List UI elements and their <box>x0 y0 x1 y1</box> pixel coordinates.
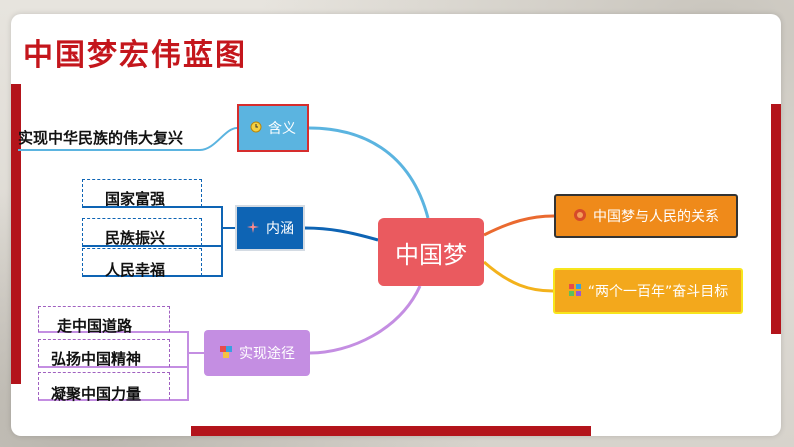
connector-tujing <box>310 286 420 353</box>
branch-neihan-label: 内涵 <box>266 218 294 238</box>
leaf-neihan-1[interactable]: 国家富强 <box>82 179 202 207</box>
branch-goal-label: “两个一百年”奋斗目标 <box>588 281 729 301</box>
branch-tujing-label: 实现途径 <box>239 343 295 363</box>
cube-icon <box>219 345 233 362</box>
branch-goal[interactable]: “两个一百年”奋斗目标 <box>553 268 743 314</box>
leaf-tujing-3[interactable]: 凝聚中国力量 <box>38 372 170 400</box>
branch-tujing[interactable]: 实现途径 <box>204 330 310 376</box>
sparkle-icon <box>246 220 260 237</box>
center-label: 中国梦 <box>395 235 467 270</box>
branch-relation-label: 中国梦与人民的关系 <box>593 206 719 226</box>
connector-neihan <box>305 228 378 240</box>
center-node[interactable]: 中国梦 <box>378 218 484 286</box>
leaf-neihan-3[interactable]: 人民幸福 <box>82 248 202 276</box>
flower-icon <box>573 208 587 225</box>
connector-hanyi <box>309 128 428 218</box>
connector-goal <box>484 262 553 291</box>
branch-relation[interactable]: 中国梦与人民的关系 <box>554 194 738 238</box>
connector-relation <box>484 216 554 235</box>
branch-hanyi-label: 含义 <box>268 118 296 138</box>
clock-icon <box>250 121 262 136</box>
leaf-tujing-2[interactable]: 弘扬中国精神 <box>38 339 170 367</box>
leaf-neihan-2[interactable]: 民族振兴 <box>82 218 202 246</box>
leaf-tujing-1[interactable]: 走中国道路 <box>38 306 170 332</box>
branch-neihan[interactable]: 内涵 <box>235 205 305 251</box>
leaf-hanyi-1[interactable]: 实现中华民族的伟大复兴 <box>18 127 183 148</box>
branch-hanyi[interactable]: 含义 <box>237 104 309 152</box>
blocks-icon <box>568 283 582 300</box>
